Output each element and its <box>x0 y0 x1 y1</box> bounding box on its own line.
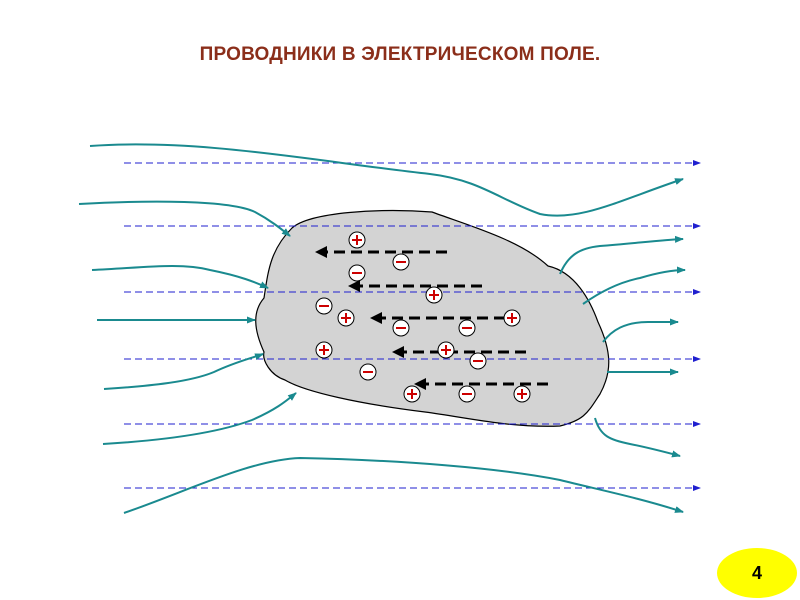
negative-charge <box>315 297 333 315</box>
positive-charge <box>403 385 421 403</box>
positive-charge <box>437 341 455 359</box>
negative-charge <box>348 264 366 282</box>
positive-charge <box>513 385 531 403</box>
negative-charge <box>392 253 410 271</box>
internal-arrow-heads <box>315 246 426 390</box>
internal-field-arrows <box>325 250 548 386</box>
negative-charges <box>315 253 487 403</box>
positive-charge <box>337 309 355 327</box>
positive-charge <box>348 231 366 249</box>
internal-arrow-head <box>315 246 327 258</box>
slide-title: ПРОВОДНИКИ В ЭЛЕКТРИЧЕСКОМ ПОЛЕ. <box>199 44 601 65</box>
negative-charge <box>469 352 487 370</box>
negative-charge <box>458 385 476 403</box>
page-number: 4 <box>751 562 762 583</box>
negative-charge <box>458 319 476 337</box>
internal-arrow-head <box>370 312 382 324</box>
negative-charge <box>359 363 377 381</box>
positive-charge <box>503 309 521 327</box>
positive-charges <box>315 231 531 403</box>
positive-charge <box>315 341 333 359</box>
negative-charge <box>392 319 410 337</box>
internal-arrow-head <box>414 378 426 390</box>
field-lines <box>78 143 686 514</box>
internal-arrow-head <box>392 346 404 358</box>
internal-arrow-head <box>348 280 360 292</box>
positive-charge <box>425 286 443 304</box>
page-number-badge: 4 <box>717 548 797 598</box>
